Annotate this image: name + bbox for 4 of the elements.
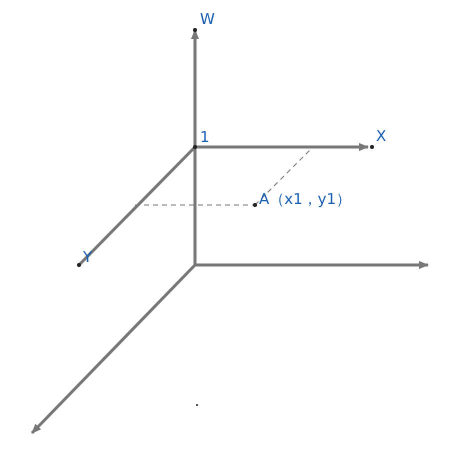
axis-label: A（x1，y1） [259, 190, 352, 208]
axis-label: X [376, 127, 386, 145]
axis-label: 1 [200, 128, 210, 146]
axis-label: W [200, 10, 215, 28]
